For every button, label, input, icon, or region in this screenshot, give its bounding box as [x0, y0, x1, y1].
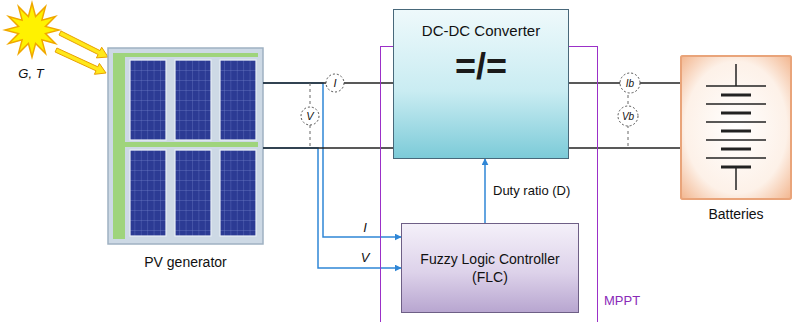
signal-label: Duty ratio (D)	[493, 183, 570, 198]
solar-cell	[220, 60, 256, 140]
power-wire	[569, 147, 680, 149]
node-label: PV generator	[144, 254, 227, 270]
sensor-label: V	[306, 110, 313, 122]
solar-cell	[175, 150, 211, 236]
battery-plate	[706, 103, 766, 105]
solar-cell	[175, 60, 211, 140]
light-arrow	[55, 48, 106, 74]
battery-plate	[721, 130, 751, 133]
battery-plate	[721, 148, 751, 151]
solar-cells	[130, 60, 256, 236]
sensor-label: Ib	[626, 78, 634, 89]
sensor-circle	[618, 106, 638, 126]
battery-plate	[706, 85, 766, 87]
battery-symbol	[706, 64, 766, 190]
battery-plate	[706, 121, 766, 123]
panel-frame	[108, 48, 263, 244]
node-label: Fuzzy Logic Controller (FLC)	[416, 250, 564, 286]
node-label: MPPT	[604, 293, 640, 308]
solar-cell	[130, 150, 166, 236]
solar-cell	[220, 150, 256, 236]
sensor-circle	[301, 107, 319, 125]
sensor-label: I	[333, 77, 336, 89]
pv-generator: PV generator	[108, 48, 263, 270]
battery-plate	[721, 94, 751, 97]
light-arrows	[55, 31, 108, 74]
sensor-circle	[326, 74, 344, 92]
irradiance-temperature: G, T	[18, 66, 43, 81]
node-label: Batteries	[682, 206, 790, 222]
duty-signal	[484, 159, 486, 223]
battery-plate	[706, 139, 766, 141]
sun-star	[5, 3, 59, 57]
panel-strip	[113, 53, 258, 57]
power-wire	[263, 147, 393, 149]
pv-panel	[108, 48, 263, 244]
panel-strip	[113, 142, 258, 147]
flc-box: Fuzzy Logic Controller (FLC)	[401, 223, 579, 313]
battery-plate	[706, 157, 766, 159]
battery-terminal	[735, 167, 737, 190]
sun-icon	[5, 3, 59, 57]
battery-terminal	[735, 64, 737, 86]
signal-label: I	[363, 220, 367, 235]
node-label: DC-DC Converter	[422, 22, 540, 39]
battery-housing	[680, 55, 792, 200]
battery-plate	[721, 112, 751, 115]
converter-symbol: =/=	[455, 47, 507, 87]
sensor-circle	[620, 73, 640, 93]
solar-cell	[130, 60, 166, 140]
sensor-label: Vb	[622, 111, 634, 122]
signal-label: V	[361, 250, 370, 265]
converter-box: DC-DC Converter =/=	[393, 9, 569, 159]
battery-box: Batteries	[680, 55, 792, 200]
